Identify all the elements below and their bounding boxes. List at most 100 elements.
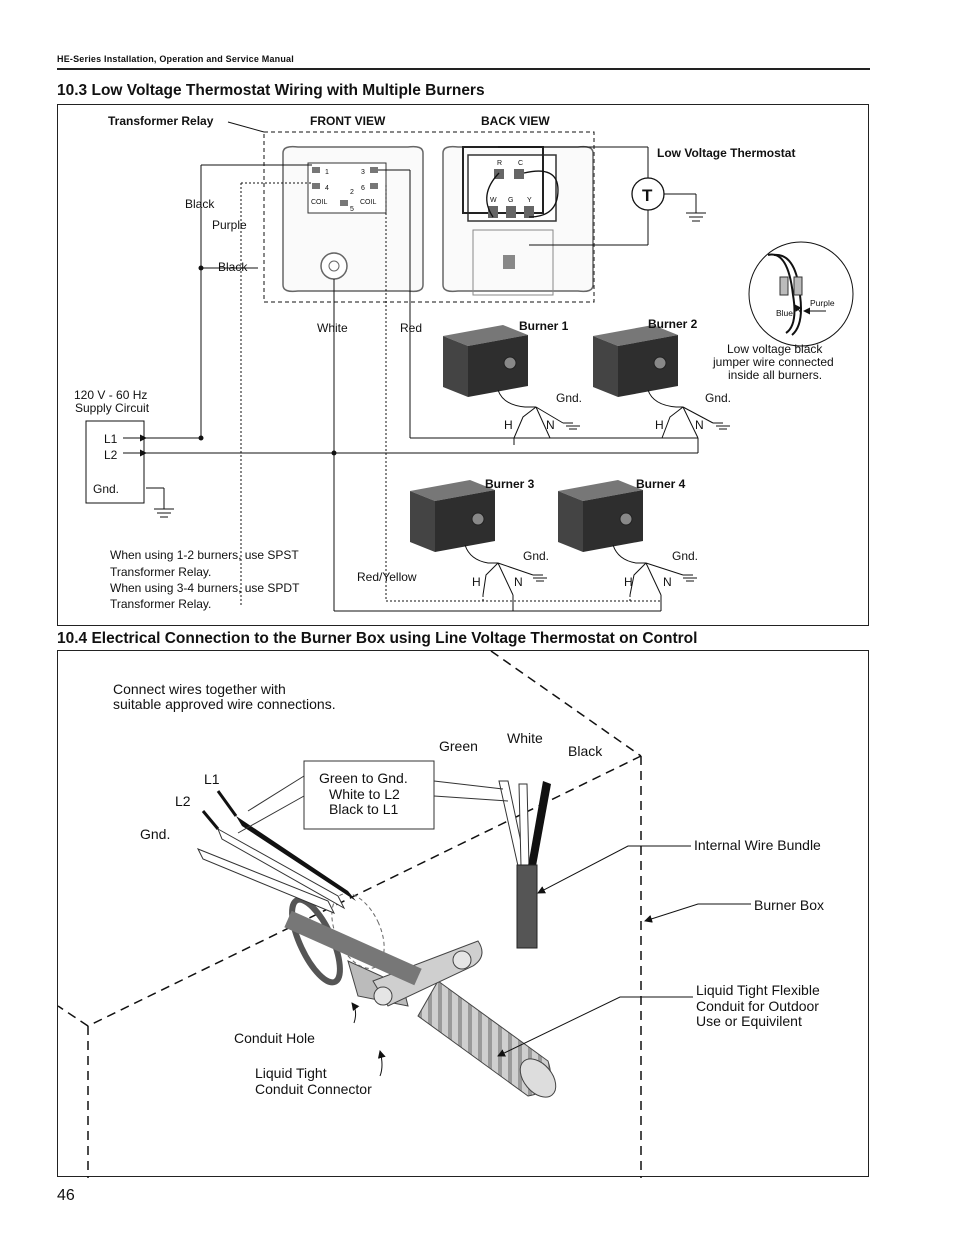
burner-3-box [410, 480, 495, 552]
burner-4-h: H [624, 575, 633, 589]
label-l1: L1 [204, 771, 220, 787]
transformer-relay-label: Transformer Relay [108, 114, 214, 128]
burner-box-outline [57, 650, 642, 1178]
supply-l1: L1 [104, 432, 118, 446]
label-green: Green [439, 738, 478, 754]
burner-2-h: H [655, 418, 664, 432]
wire-label-white: White [317, 321, 348, 335]
svg-text:W: W [490, 197, 497, 204]
connector-label-1: Liquid Tight [255, 1065, 327, 1081]
label-l2: L2 [175, 793, 191, 809]
burner-3-label: Burner 3 [485, 477, 535, 491]
leader-lines [351, 845, 751, 1077]
inset-blue-label: Blue [776, 308, 793, 318]
supply-box [85, 420, 145, 504]
running-header: HE-Series Installation, Operation and Se… [57, 54, 294, 64]
burner-1-label: Burner 1 [519, 319, 569, 333]
svg-text:R: R [497, 160, 502, 167]
wiring-diagram-10-3: 1 4 2 3 6 5 COIL COIL R C W G Y T [74, 114, 854, 612]
note-line-4: Transformer Relay. [110, 597, 211, 611]
burner-2-box [593, 325, 678, 397]
section-10-3-title: 10.3 Low Voltage Thermostat Wiring with … [57, 82, 485, 99]
burner-1-h: H [504, 418, 513, 432]
svg-text:4: 4 [325, 185, 329, 192]
burner-3-n: N [514, 575, 523, 589]
page-number: 46 [57, 1187, 75, 1204]
supply-gnd: Gnd. [93, 482, 119, 496]
inset-purple-label: Purple [810, 298, 835, 308]
supply-label-2: Supply Circuit [75, 401, 150, 415]
label-gnd: Gnd. [140, 826, 170, 842]
jumper-note-1: Low voltage black [727, 342, 823, 356]
relay-front-view: 1 4 2 3 6 5 COIL COIL [282, 145, 424, 293]
note-line-1: When using 1-2 burners, use SPST [110, 548, 299, 562]
burner-1-box [443, 325, 528, 397]
jumper-inset [748, 241, 854, 347]
burner-box-label: Burner Box [754, 897, 824, 913]
svg-text:G: G [508, 197, 513, 204]
burner-1-gnd-label: Gnd. [556, 391, 582, 405]
burner-4-n: N [663, 575, 672, 589]
flexible-conduit [417, 980, 557, 1098]
low-voltage-thermostat: T [498, 146, 706, 246]
main-wiring [146, 164, 699, 612]
header-rule [57, 68, 870, 70]
svg-text:COIL: COIL [311, 199, 327, 206]
thermostat-symbol: T [642, 186, 653, 205]
callout-line-1: Green to Gnd. [319, 770, 408, 786]
front-view-label: FRONT VIEW [310, 114, 386, 128]
burner-grounds [533, 422, 730, 582]
figure-10-3: 1 4 2 3 6 5 COIL COIL R C W G Y T [57, 104, 869, 626]
wire-label-black-2: Black [218, 260, 248, 274]
svg-text:5: 5 [350, 206, 354, 213]
wire-label-red: Red [400, 321, 422, 335]
supply-label-1: 120 V - 60 Hz [74, 388, 147, 402]
burner-2-label: Burner 2 [648, 317, 698, 331]
low-voltage-thermostat-label: Low Voltage Thermostat [657, 146, 795, 160]
callout-line-3: Black to L1 [329, 801, 398, 817]
svg-text:2: 2 [350, 189, 354, 196]
callout-line-2: White to L2 [329, 786, 400, 802]
connect-note-1: Connect wires together with [113, 681, 286, 697]
relay-enclosure [263, 131, 595, 303]
relay-back-view: R C W G Y [442, 145, 594, 296]
burner-4-label: Burner 4 [636, 477, 686, 491]
burner-4-box [558, 480, 643, 552]
figure-10-4: Connect wires together with suitable app… [57, 650, 869, 1178]
burner-1-n: N [546, 418, 555, 432]
supply-l2: L2 [104, 448, 118, 462]
burner-3-h: H [472, 575, 481, 589]
section-10-4-title: 10.4 Electrical Connection to the Burner… [57, 630, 698, 647]
conduit-hole-label: Conduit Hole [234, 1030, 315, 1046]
wire-mapping-callout [303, 760, 435, 830]
burner-2-gnd-label: Gnd. [705, 391, 731, 405]
external-wires [196, 816, 422, 986]
connector-label-2: Conduit Connector [255, 1081, 372, 1097]
burner-leads [464, 389, 714, 596]
jumper-note-3: inside all burners. [728, 368, 822, 382]
conduit-label-3: Use or Equivilent [696, 1013, 802, 1029]
wire-label-black-1: Black [185, 197, 215, 211]
conduit-diagram-10-4: Connect wires together with suitable app… [57, 650, 824, 1178]
burner-4-gnd-label: Gnd. [672, 549, 698, 563]
wire-label-purple: Purple [212, 218, 247, 232]
conduit-label-1: Liquid Tight Flexible [696, 982, 820, 998]
relay-leader [227, 121, 265, 133]
svg-text:1: 1 [325, 169, 329, 176]
svg-text:C: C [518, 160, 523, 167]
burner-2-n: N [695, 418, 704, 432]
svg-text:COIL: COIL [360, 199, 376, 206]
jumper-note-2: jumper wire connected [712, 355, 834, 369]
svg-text:3: 3 [361, 169, 365, 176]
label-white: White [507, 730, 543, 746]
note-line-2: Transformer Relay. [110, 565, 211, 579]
burner-3-gnd-label: Gnd. [523, 549, 549, 563]
wire-label-red-yellow: Red/Yellow [357, 570, 417, 584]
note-line-3: When using 3-4 burners, use SPDT [110, 581, 300, 595]
conduit-label-2: Conduit for Outdoor [696, 998, 819, 1014]
svg-text:6: 6 [361, 185, 365, 192]
label-black: Black [568, 743, 603, 759]
connect-note-2: suitable approved wire connections. [113, 696, 336, 712]
internal-wire-bundle-label: Internal Wire Bundle [694, 837, 821, 853]
internal-wire-bundle [498, 780, 551, 949]
